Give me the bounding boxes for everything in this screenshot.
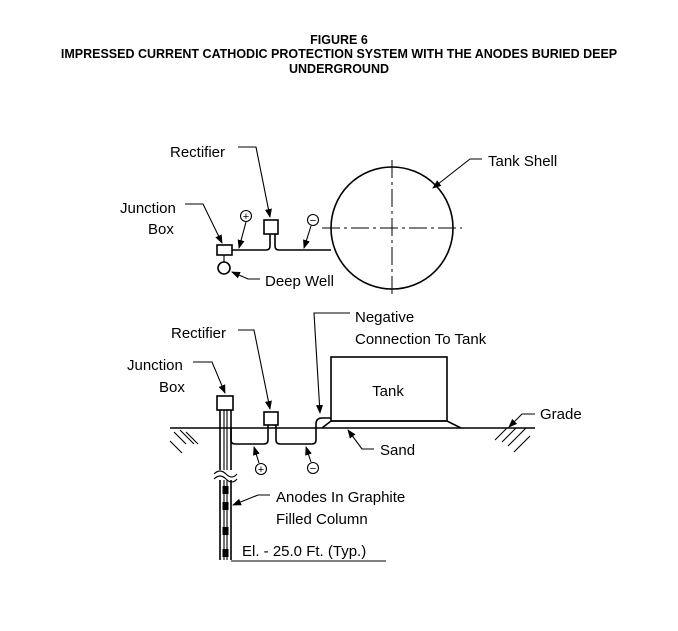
section-grade-label: Grade [540, 406, 582, 423]
plan-plus-leader [237, 221, 247, 249]
section-plus-leader [253, 446, 260, 464]
section-plus-symbol [254, 462, 268, 476]
plan-rectifier-label: Rectifier [170, 144, 225, 161]
section-grade-hatch-right [494, 427, 531, 453]
plan-junction-label-line2: Box [148, 221, 174, 238]
section-negative-wire [275, 417, 331, 445]
section-anodes-label-line2: Filled Column [276, 511, 368, 528]
section-negative-label-line1: Negative [355, 309, 414, 326]
section-rectifier-box [263, 411, 279, 426]
section-view: Tank [127, 309, 582, 562]
section-plus-label: + [258, 464, 264, 476]
plan-deep-well-leader [231, 271, 260, 280]
section-junction-box [216, 395, 234, 411]
plan-minus-label: − [310, 215, 316, 227]
plan-tank-shell-leader [432, 158, 482, 189]
section-minus-label: − [310, 463, 316, 475]
section-anode [222, 549, 229, 557]
plan-minus-leader [303, 225, 312, 249]
section-junction-leader [193, 361, 226, 394]
plan-plus-symbol [239, 209, 253, 223]
figure-title-line1: IMPRESSED CURRENT CATHODIC PROTECTION SY… [60, 47, 618, 61]
section-sand-pad [321, 420, 462, 429]
section-anode [222, 502, 229, 510]
plan-deep-well [217, 261, 231, 275]
section-junction-label-line1: Junction [127, 357, 183, 374]
plan-positive-wire [232, 234, 271, 251]
section-anodes-label-line1: Anodes In Graphite [276, 489, 405, 506]
section-anodes-leader [232, 494, 270, 506]
section-rectifier-leader [238, 329, 272, 410]
plan-deep-well-label: Deep Well [265, 273, 334, 290]
plan-rectifier-leader [238, 146, 272, 218]
plan-junction-label-line1: Junction [120, 200, 176, 217]
section-tank-label: Tank [372, 383, 404, 400]
section-grade-leader [508, 413, 535, 428]
section-anode [222, 486, 229, 494]
figure-title-line2: UNDERGROUND [289, 62, 389, 76]
plan-tank-shell-label: Tank Shell [488, 153, 557, 170]
section-positive-wire [230, 425, 269, 445]
section-elevation-label: El. - 25.0 Ft. (Typ.) [242, 543, 366, 560]
figure-number: FIGURE 6 [310, 33, 368, 47]
plan-view: + − Rectifier Junction Box Tank Shell De… [120, 144, 557, 296]
plan-junction-leader [185, 203, 223, 244]
section-junction-label-line2: Box [159, 379, 185, 396]
section-negative-leader [313, 312, 350, 414]
section-sand-leader [347, 429, 374, 450]
plan-negative-wire [274, 234, 331, 251]
section-sand-label: Sand [380, 442, 415, 459]
section-anode [222, 527, 229, 535]
section-minus-symbol [306, 461, 320, 475]
section-negative-label-line2: Connection To Tank [355, 331, 487, 348]
section-deep-well-column [213, 410, 238, 560]
plan-junction-box [216, 244, 233, 256]
plan-rectifier-box [263, 219, 279, 235]
plan-minus-symbol [306, 213, 320, 227]
section-minus-leader [305, 446, 312, 463]
plan-plus-label: + [243, 211, 249, 223]
section-rectifier-label: Rectifier [171, 325, 226, 342]
section-grade-hatch-left [169, 429, 199, 454]
